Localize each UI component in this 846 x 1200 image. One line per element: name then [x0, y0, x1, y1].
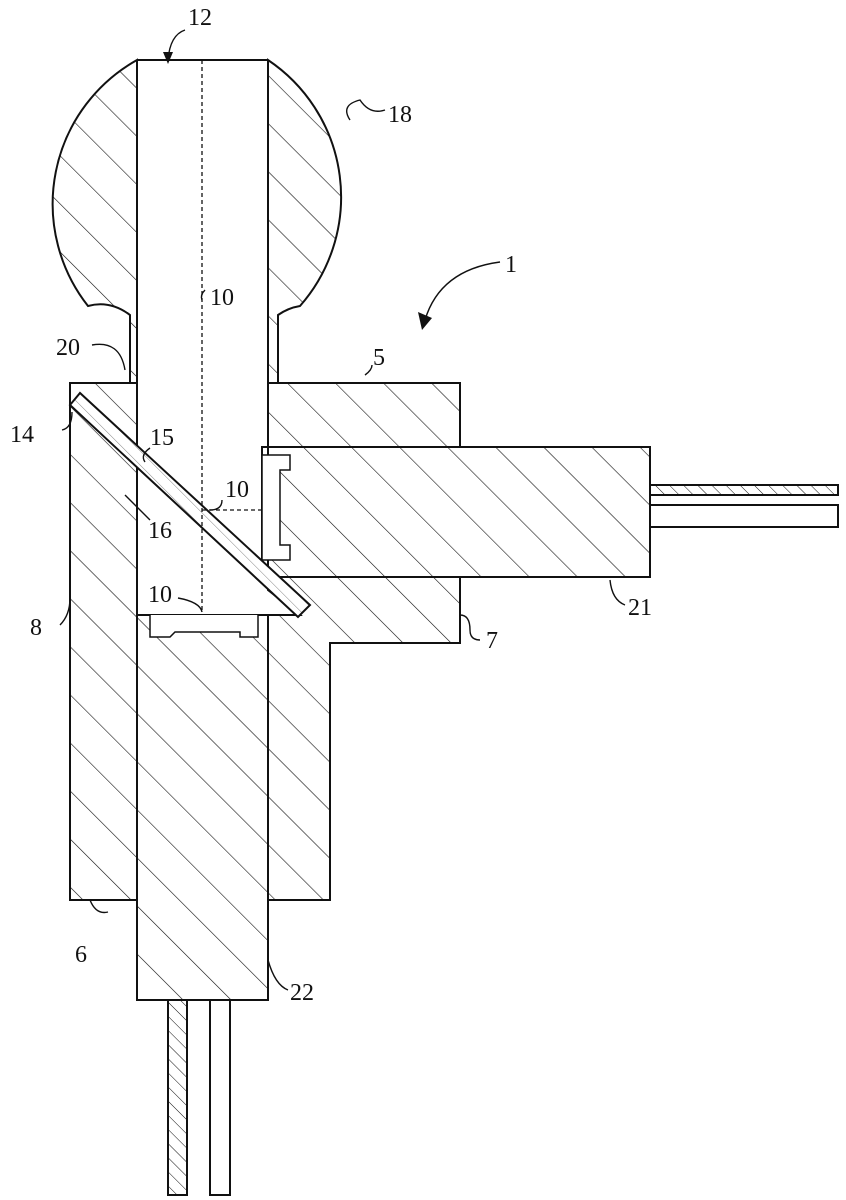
label-6: 6 [75, 942, 87, 968]
label-16: 16 [148, 518, 172, 544]
leader-lines [59, 29, 626, 991]
label-18: 18 [388, 102, 412, 128]
side-cable [649, 484, 839, 528]
label-12: 12 [188, 5, 212, 31]
label-7: 7 [486, 628, 498, 654]
bottom-receiver-22 [136, 614, 269, 1001]
label-20: 20 [56, 335, 80, 361]
label-21: 21 [628, 595, 652, 621]
label-10-top: 10 [210, 285, 234, 311]
label-10-low: 10 [148, 582, 172, 608]
ear-tip-ball-18 [51, 58, 343, 384]
label-5: 5 [373, 345, 385, 371]
side-receiver-21 [261, 446, 651, 578]
beam-splitter-plate [68, 391, 312, 619]
label-14: 14 [10, 422, 34, 448]
bottom-cable [167, 999, 231, 1196]
housing [69, 382, 461, 901]
label-10-mid: 10 [225, 477, 249, 503]
label-8: 8 [30, 615, 42, 641]
label-22: 22 [290, 980, 314, 1006]
label-15: 15 [150, 425, 174, 451]
label-1: 1 [505, 252, 517, 278]
